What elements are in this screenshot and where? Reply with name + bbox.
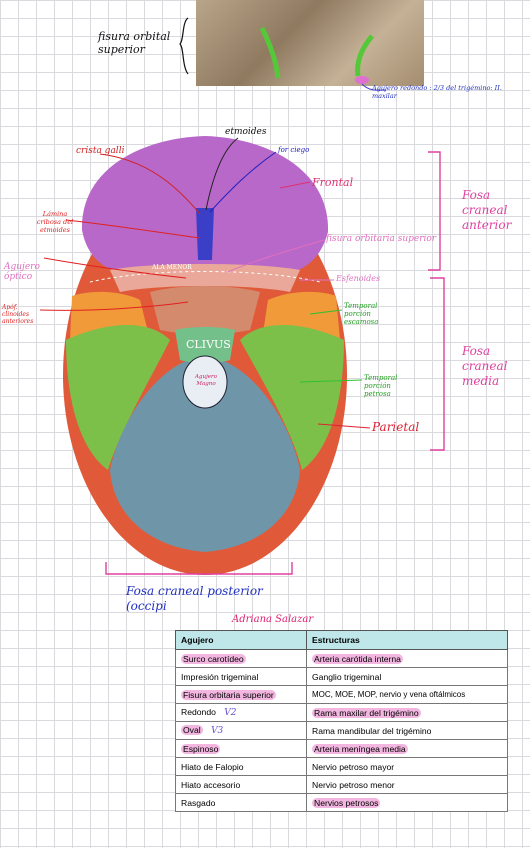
table-row: Redondo V2 Rama maxilar del trigémino [175, 703, 508, 722]
label-fosa-anterior: Fosa craneal anterior [462, 188, 512, 232]
header-estructuras: Estructuras [306, 630, 508, 650]
table-row: Impresión trigeminal Ganglio trigeminal [175, 667, 508, 686]
clivus-region [175, 327, 235, 363]
orbital-fissure-right-mark [355, 34, 374, 77]
cell-estructura: Rama mandibular del trigémino [306, 721, 508, 740]
sphenoid-body [150, 286, 260, 335]
brace-anterior [428, 151, 441, 271]
pointer-etmoides [205, 137, 239, 211]
brace-left [179, 17, 189, 75]
label-crista-galli: crista galli [76, 146, 125, 156]
frontal-region [81, 136, 329, 276]
label-etmoides: etmoides [225, 127, 267, 137]
label-ala-menor: ALA MENOR [152, 264, 192, 271]
pointer-crista [99, 153, 201, 215]
table-row: Espinoso Arteria meníngea media [175, 739, 508, 758]
label-parietal: Parietal [372, 420, 420, 434]
label-agujero-magno: Agujero Magno [195, 374, 217, 387]
cell-note-v3: V3 [211, 726, 224, 736]
foramen-magnum [182, 355, 228, 409]
foramen-rotundum-mark [355, 76, 369, 84]
skull-detail-photo [196, 0, 424, 86]
label-fosa-media: Fosa craneal media [462, 344, 508, 388]
pointer-temporal-petrosa [299, 379, 363, 383]
label-temporal-escamosa: Temporal porción escamosa [344, 302, 379, 326]
fossa-divider [89, 271, 321, 283]
label-temporal-petrosa: Temporal porción petrosa [364, 374, 398, 398]
label-fisura-orbitaria: fisura orbitaria superior [326, 234, 437, 244]
label-agujero-optico: Agujero óptico [4, 262, 40, 282]
cell-note-v2: V2 [224, 708, 237, 718]
pointer-parietal [317, 423, 371, 429]
label-lamina-cribosa: Lámina cribosa del etmoides [36, 210, 74, 234]
table-header-row: Agujero Estructuras [175, 630, 508, 650]
cell-agujero: Surco carotídeo [181, 653, 246, 664]
cell-agujero: Rasgado [175, 793, 307, 812]
pointer-temporal-escamosa [309, 309, 343, 315]
brace-posterior [105, 562, 293, 575]
label-apofisis: Apóf. clinoides anteriores [2, 304, 34, 325]
cell-agujero: Oval [181, 725, 203, 735]
middle-fossa-left [66, 325, 170, 470]
table-row: Hiato de Falopio Nervio petroso mayor [175, 757, 508, 776]
cell-agujero: Redondo [181, 707, 216, 717]
table-row: Oval V3 Rama mandibular del trigémino [175, 721, 508, 740]
label-fisura-orbital-superior: fisura orbital superior [98, 30, 171, 56]
cell-agujero: Fisura orbitaria superior [181, 689, 276, 700]
label-foramen-ciego: for ciego [278, 146, 310, 154]
pointer-apofisis [39, 301, 189, 311]
orbital-fissure-left-mark [259, 26, 281, 79]
label-fosa-posterior: Fosa craneal posterior (occipi [126, 584, 263, 613]
table-row: Hiato accesorio Nervio petroso menor [175, 775, 508, 794]
label-esfenoides: Esfenoides [336, 274, 381, 283]
foramina-table: Agujero Estructuras Surco carotídeo Arte… [175, 630, 508, 812]
author-signature: Adriana Salazar [232, 614, 314, 625]
label-frontal: Frontal [312, 176, 354, 189]
cell-estructura: MOC, MOE, MOP, nervio y vena oftálmicos [306, 685, 508, 704]
cell-agujero: Hiato de Falopio [175, 757, 307, 776]
middle-fossa-right [240, 325, 344, 470]
cell-estructura: Arteria carótida interna [312, 653, 403, 664]
cell-estructura: Arteria meníngea media [312, 743, 408, 754]
table-row: Surco carotídeo Arteria carótida interna [175, 649, 508, 668]
pointer-frontal [279, 181, 311, 189]
label-clivus: CLIVUS [186, 338, 231, 351]
crista-galli-shape [196, 208, 214, 260]
cell-agujero: Hiato accesorio [175, 775, 307, 794]
pointer-fisura-orbitaria [227, 239, 325, 273]
redondo-pointer [361, 83, 387, 91]
lesser-wing [110, 264, 300, 292]
table-row: Fisura orbitaria superior MOC, MOE, MOP,… [175, 685, 508, 704]
pointer-lamina [65, 219, 201, 239]
brace-media [430, 277, 445, 451]
cell-estructura: Ganglio trigeminal [306, 667, 508, 686]
pointer-foramen-ciego [209, 151, 277, 213]
header-agujero: Agujero [175, 630, 307, 650]
cell-estructura: Nervio petroso mayor [306, 757, 508, 776]
cell-estructura: Nervios petrosos [312, 797, 381, 808]
cell-estructura: Nervio petroso menor [306, 775, 508, 794]
pointer-optico [43, 257, 187, 279]
cell-agujero: Impresión trigeminal [175, 667, 307, 686]
table-row: Rasgado Nervios petrosos [175, 793, 508, 812]
cell-estructura: Rama maxilar del trigémino [312, 707, 421, 718]
cell-agujero: Espinoso [181, 743, 221, 754]
label-agujero-redondo: Agujero redondo : 2/3 del trigémino: II.… [372, 84, 502, 100]
posterior-fossa [110, 356, 300, 552]
